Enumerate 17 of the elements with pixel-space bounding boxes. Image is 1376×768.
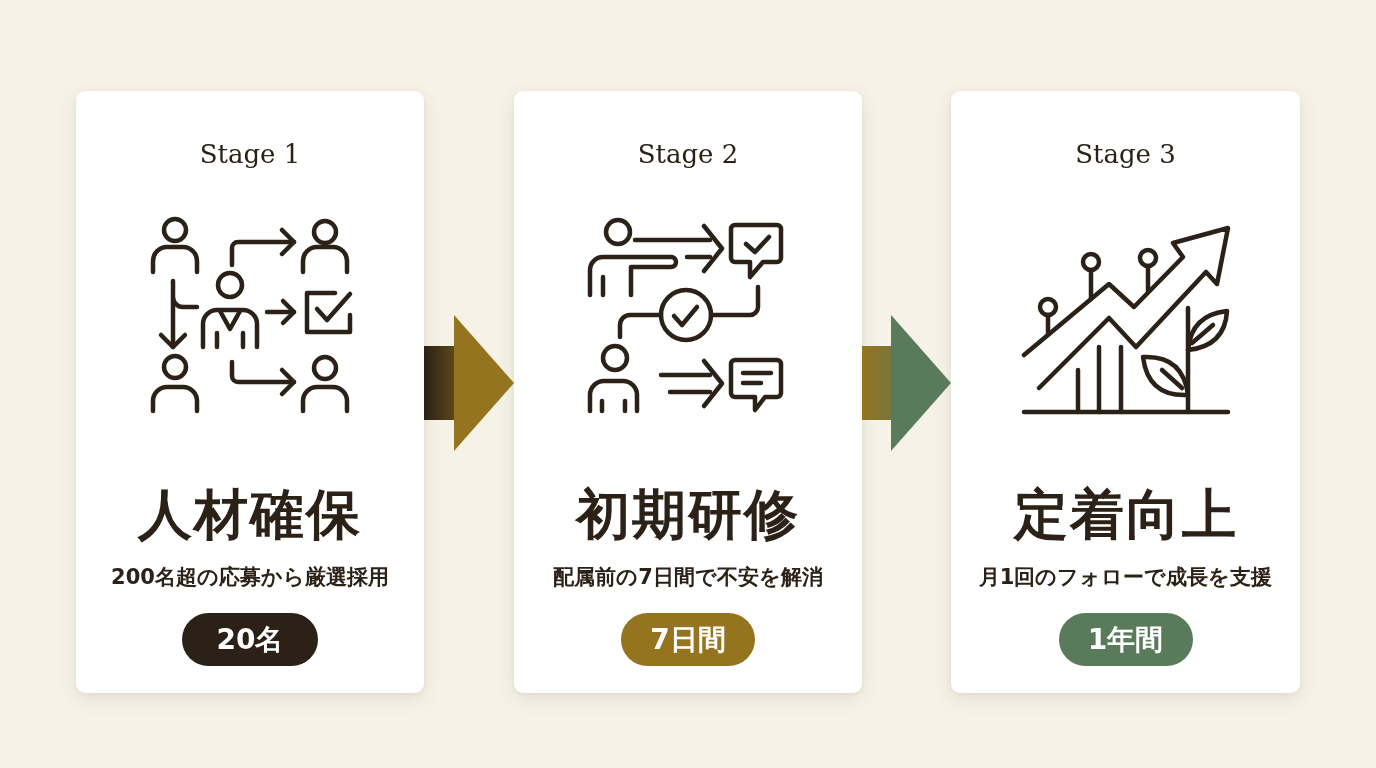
arrow (424, 314, 514, 451)
stat-badge: 7日間 (621, 613, 755, 666)
stage-label: Stage 2 (637, 139, 739, 171)
stage-description: 月1回のフォローで成長を支援 (978, 565, 1273, 591)
stage-title: 人材確保 (138, 483, 362, 547)
stage-label: Stage 1 (199, 139, 301, 171)
stage-title: 定着向上 (1013, 483, 1238, 547)
stat-badge: 20名 (182, 613, 318, 666)
stage-card (76, 91, 424, 693)
stage-label: Stage 3 (1075, 139, 1176, 171)
stage-card (514, 91, 862, 693)
stage-card (951, 91, 1300, 693)
stage-description: 200名超の応募から厳選採用 (111, 565, 389, 591)
arrow (862, 314, 951, 451)
stat-badge: 1年間 (1058, 613, 1193, 666)
stage-description: 配属前の7日間で不安を解消 (553, 565, 823, 591)
stage-title: 初期研修 (576, 483, 800, 547)
